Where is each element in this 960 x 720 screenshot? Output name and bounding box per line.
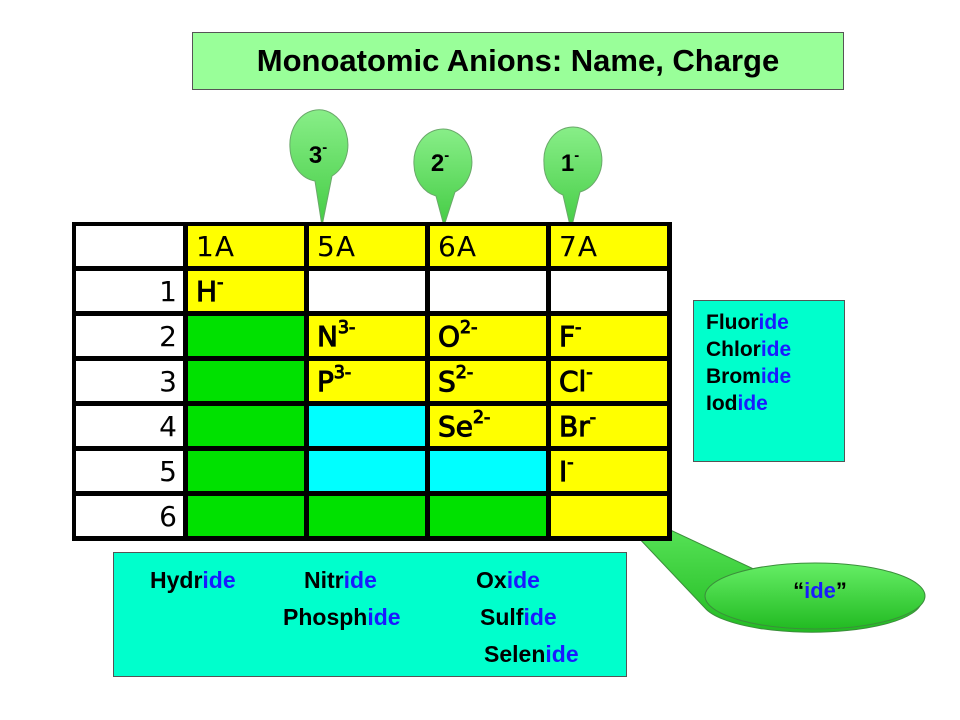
callout-3-minus xyxy=(289,109,349,227)
group-header: 7A xyxy=(549,224,670,269)
period-label: 4 xyxy=(74,404,186,449)
ion-cell: F- xyxy=(549,314,670,359)
period-label: 2 xyxy=(74,314,186,359)
ion-symbol: Se2- xyxy=(438,407,491,443)
empty-cell xyxy=(186,449,307,494)
period-label: 5 xyxy=(74,449,186,494)
table-row: 5 I- xyxy=(74,449,670,494)
ide-suffix-label: “ide” xyxy=(793,578,847,603)
callout-label-3: 3- xyxy=(308,139,328,169)
table-header-row: 1A 5A 6A 7A xyxy=(74,224,670,269)
empty-cell xyxy=(186,359,307,404)
halide-name: Chloride xyxy=(706,338,792,361)
empty-cell xyxy=(549,269,670,314)
ion-symbol: O2- xyxy=(437,317,478,353)
callout-label-1: 1- xyxy=(560,147,580,177)
period-label: 3 xyxy=(74,359,186,404)
empty-cell xyxy=(307,404,428,449)
empty-cell xyxy=(307,449,428,494)
empty-cell xyxy=(428,494,549,539)
halide-name: Fluoride xyxy=(706,311,789,334)
ion-symbol: N3- xyxy=(317,317,356,353)
ion-cell: Se2- xyxy=(428,404,549,449)
periodic-table-grid: 1A 5A 6A 7A 1 H- 2 N3- O2- F- 3 P3- S2- … xyxy=(72,222,672,541)
ion-symbol: S2- xyxy=(438,362,474,398)
halide-names-box: Fluoride Chloride Bromide Iodide xyxy=(693,300,845,462)
ion-cell: N3- xyxy=(307,314,428,359)
ion-cell: S2- xyxy=(428,359,549,404)
table-row: 1 H- xyxy=(74,269,670,314)
ion-cell: I- xyxy=(549,449,670,494)
group-header: 6A xyxy=(428,224,549,269)
ion-cell: Cl- xyxy=(549,359,670,404)
anion-name-sulfide: Sulfide xyxy=(480,604,557,630)
anion-name-hydride: Hydride xyxy=(150,567,236,593)
ion-symbol: H- xyxy=(195,272,224,308)
ion-cell: P3- xyxy=(307,359,428,404)
corner-cell xyxy=(74,224,186,269)
ion-symbol: F- xyxy=(558,317,582,353)
callout-label-2: 2- xyxy=(430,147,450,177)
empty-cell xyxy=(186,404,307,449)
ion-cell: O2- xyxy=(428,314,549,359)
anion-name-oxide: Oxide xyxy=(476,567,540,593)
period-label: 1 xyxy=(74,269,186,314)
empty-cell xyxy=(307,494,428,539)
ide-callout xyxy=(599,496,926,633)
anion-name-nitride: Nitride xyxy=(304,567,377,593)
empty-cell xyxy=(549,494,670,539)
empty-cell xyxy=(307,269,428,314)
empty-cell xyxy=(186,314,307,359)
table-row: 3 P3- S2- Cl- xyxy=(74,359,670,404)
table-row: 6 xyxy=(74,494,670,539)
callout-2-minus xyxy=(413,128,473,228)
title-box: Monoatomic Anions: Name, Charge xyxy=(192,32,844,90)
anion-name-phosphide: Phosphide xyxy=(283,604,401,630)
ion-symbol: I- xyxy=(558,452,574,488)
page-title: Monoatomic Anions: Name, Charge xyxy=(256,43,780,78)
halide-name: Iodide xyxy=(706,392,768,415)
period-label: 6 xyxy=(74,494,186,539)
empty-cell xyxy=(428,449,549,494)
empty-cell xyxy=(186,494,307,539)
anion-names-box: Hydride Nitride Oxide Phosphide Sulfide … xyxy=(113,552,627,677)
anion-name-selenide: Selenide xyxy=(484,641,579,667)
group-header: 5A xyxy=(307,224,428,269)
ion-symbol: Cl- xyxy=(558,362,593,398)
ion-cell: H- xyxy=(186,269,307,314)
callout-1-minus xyxy=(543,126,603,231)
table-row: 2 N3- O2- F- xyxy=(74,314,670,359)
group-header: 1A xyxy=(186,224,307,269)
table-row: 4 Se2- Br- xyxy=(74,404,670,449)
halide-name: Bromide xyxy=(706,365,792,388)
empty-cell xyxy=(428,269,549,314)
ion-symbol: P3- xyxy=(317,362,352,398)
ion-symbol: Br- xyxy=(559,407,597,443)
ion-cell: Br- xyxy=(549,404,670,449)
